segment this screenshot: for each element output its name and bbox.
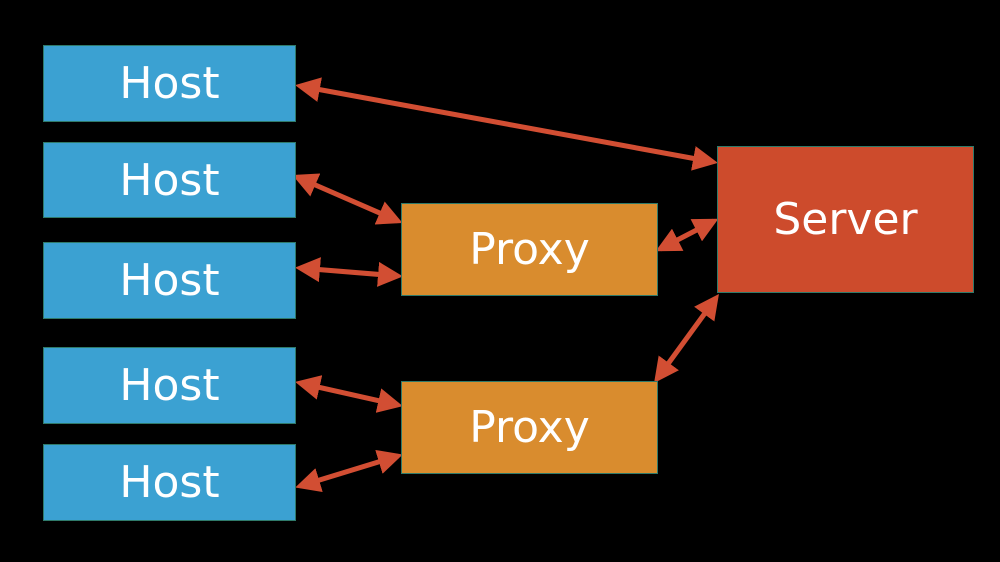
host-3-label: Host	[119, 255, 220, 306]
server: Server	[717, 146, 974, 293]
host-4: Host	[43, 347, 296, 424]
host-3: Host	[43, 242, 296, 319]
host-1-label: Host	[119, 58, 220, 109]
server-label: Server	[773, 194, 918, 245]
host-1: Host	[43, 45, 296, 122]
proxy-1: Proxy	[401, 203, 658, 296]
arrow-host-2-proxy-1	[292, 173, 403, 225]
host-4-label: Host	[119, 360, 220, 411]
host-2: Host	[43, 142, 296, 218]
host-2-label: Host	[119, 154, 220, 206]
arrow-proxy-1-server	[655, 218, 719, 252]
proxy-1-label: Proxy	[469, 224, 590, 275]
arrow-host-4-proxy-2	[295, 375, 403, 413]
arrow-host-5-proxy-2	[295, 449, 403, 493]
arrow-host-3-proxy-1	[295, 257, 403, 287]
arrow-host-1-server	[295, 77, 718, 171]
host-5-label: Host	[119, 457, 220, 508]
proxy-2: Proxy	[401, 381, 658, 474]
proxy-2-label: Proxy	[469, 402, 590, 453]
arrow-proxy-2-server	[654, 293, 719, 384]
host-5: Host	[43, 444, 296, 521]
